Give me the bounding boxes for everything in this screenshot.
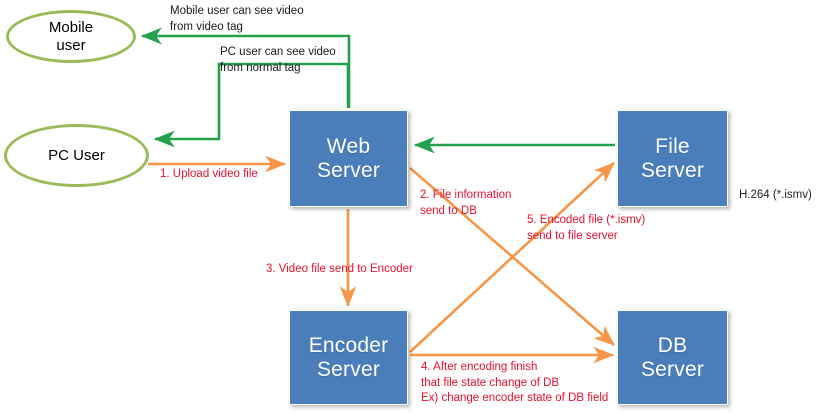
node-file-server[interactable]: File Server — [617, 110, 728, 207]
annotation-pc-view-note: PC user can see video from normal tag — [220, 46, 336, 74]
annotation-step-5: 5. Encoded file (*.ismv) send to file se… — [527, 214, 646, 242]
annotation-step-1: 1. Upload video file — [160, 168, 258, 180]
node-mobile-user-label: Mobile user — [48, 18, 94, 54]
node-pc-user[interactable]: PC User — [4, 124, 149, 187]
annotation-step-4: 4. After encoding finish that file state… — [421, 361, 609, 405]
node-mobile-user[interactable]: Mobile user — [6, 10, 136, 63]
node-web-server-label: Web Server — [316, 134, 381, 182]
node-db-server-label: DB Server — [640, 333, 705, 381]
annotation-step-3: 3. Video file send to Encoder — [266, 263, 413, 275]
annotation-codec-note: H.264 (*.ismv) — [739, 189, 812, 201]
node-db-server[interactable]: DB Server — [617, 310, 728, 405]
node-file-server-label: File Server — [640, 134, 705, 182]
node-encoder-server[interactable]: Encoder Server — [289, 310, 408, 405]
annotation-step-2: 2. File information send to DB — [420, 189, 512, 217]
node-web-server[interactable]: Web Server — [289, 110, 408, 207]
node-encoder-server-label: Encoder Server — [308, 333, 389, 381]
node-pc-user-label: PC User — [48, 146, 105, 164]
annotation-mobile-view-note: Mobile user can see video from video tag — [170, 5, 304, 33]
